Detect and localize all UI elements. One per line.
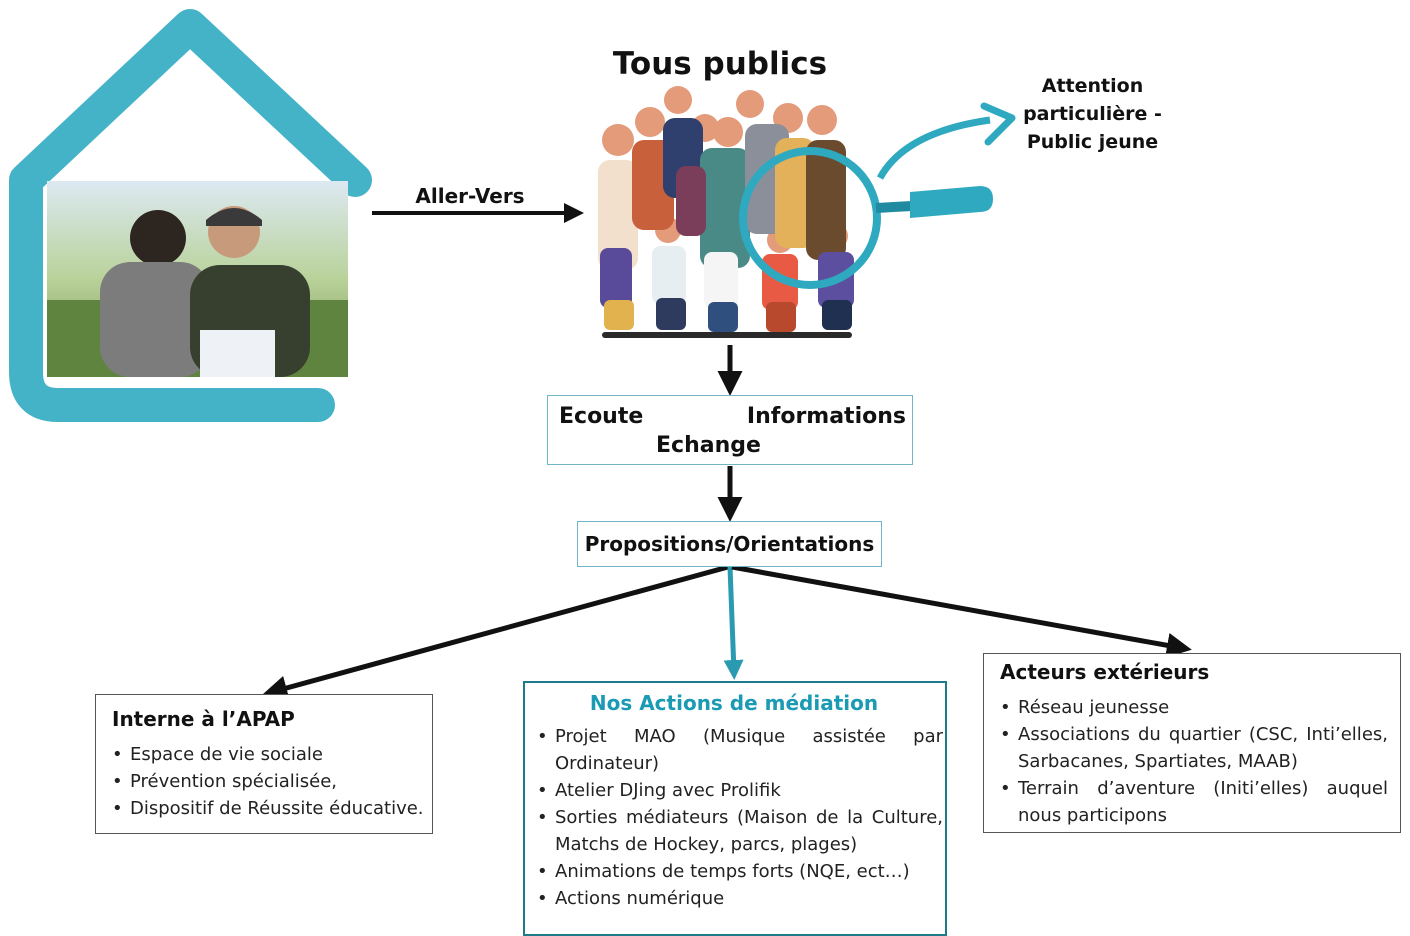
mediation-list: Projet MAO (Musique assistée par Ordinat…: [537, 723, 945, 912]
apap-box: Interne à l’APAP Espace de vie sociale P…: [95, 694, 433, 834]
list-item: Prévention spécialisée,: [112, 768, 432, 795]
team-photo: [47, 181, 348, 377]
list-item: Associations du quartier (CSC, Inti’elle…: [1000, 721, 1390, 775]
propositions-label: Propositions/Orientations: [584, 532, 875, 556]
magnifier-icon: [739, 147, 993, 289]
ecoute-label: Ecoute: [559, 404, 644, 429]
page-title: Tous publics: [612, 46, 828, 82]
ecoute-box: Ecoute Informations Echange: [547, 395, 913, 465]
exterieurs-list: Réseau jeunesse Associations du quartier…: [1000, 694, 1390, 829]
echange-label: Echange: [656, 433, 761, 458]
arrow-to-exterieurs: [731, 564, 1192, 658]
list-item: Atelier DJing avec Prolifik: [537, 777, 945, 804]
mediation-box: Nos Actions de médiation Projet MAO (Mus…: [523, 681, 947, 936]
exterieurs-box: Acteurs extérieurs Réseau jeunesse Assoc…: [983, 653, 1401, 833]
arrow-to-mediation: [723, 566, 744, 680]
list-item: Espace de vie sociale: [112, 741, 432, 768]
apap-list: Espace de vie sociale Prévention spécial…: [112, 741, 432, 822]
list-item: Dispositif de Réussite éducative.: [112, 795, 432, 822]
list-item: Réseau jeunesse: [1000, 694, 1390, 721]
house-icon: [9, 9, 372, 422]
list-item: Sorties médiateurs (Maison de la Culture…: [537, 804, 945, 858]
mediation-title: Nos Actions de médiation: [589, 691, 879, 715]
list-item: Animations de temps forts (NQE, ect…): [537, 858, 945, 885]
curved-arrow-attention: [876, 116, 991, 180]
arrow-to-apap: [262, 564, 729, 701]
propositions-box: Propositions/Orientations: [577, 521, 882, 567]
attention-label: Attention particulière - Public jeune: [1023, 75, 1162, 153]
list-item: Actions numérique: [537, 885, 945, 912]
crowd-illustration: [598, 86, 854, 338]
aller-vers-label: Aller-Vers: [415, 184, 525, 208]
list-item: Terrain d’aventure (Initi’elles) auquel …: [1000, 775, 1390, 829]
informations-label: Informations: [746, 404, 906, 429]
list-item: Projet MAO (Musique assistée par Ordinat…: [537, 723, 945, 777]
apap-title: Interne à l’APAP: [112, 707, 295, 731]
exterieurs-title: Acteurs extérieurs: [1000, 660, 1210, 684]
